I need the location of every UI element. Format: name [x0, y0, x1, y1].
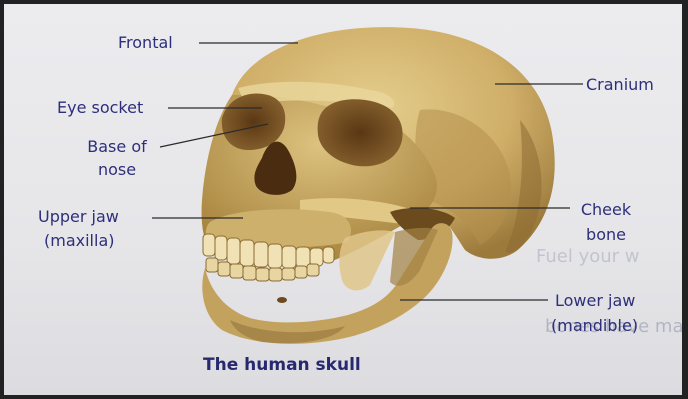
diagram-caption: The human skull	[203, 355, 361, 375]
label-upper-jaw-line1: Upper jaw	[38, 207, 119, 227]
label-cheek-bone-line1: Cheek	[568, 200, 644, 220]
label-lower-jaw-line2: (mandible)	[551, 316, 638, 336]
label-eye-socket: Eye socket	[57, 98, 143, 118]
label-cranium: Cranium	[586, 75, 654, 95]
label-base-of-nose-line2: nose	[78, 160, 156, 180]
label-upper-jaw-line2: (maxilla)	[44, 231, 114, 251]
label-base-of-nose-line1: Base of	[78, 137, 156, 157]
label-lower-jaw-line1: Lower jaw	[555, 291, 635, 311]
label-cheek-bone-line2: bone	[568, 225, 644, 245]
label-frontal: Frontal	[118, 33, 173, 53]
